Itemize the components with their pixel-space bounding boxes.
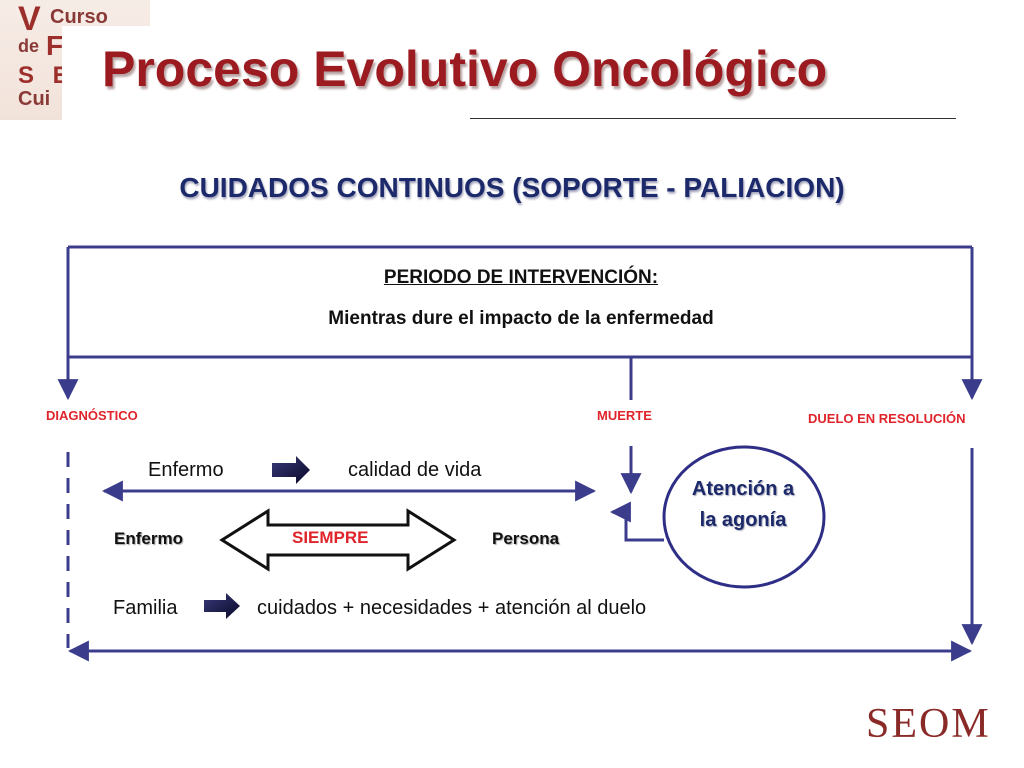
milestone-diagnosis: DIAGNÓSTICO [46, 408, 138, 423]
family-care-label: cuidados + necesidades + atención al due… [257, 597, 647, 619]
slide-title: Proceso Evolutivo Oncológico [102, 41, 828, 97]
block-arrow-icon [204, 593, 240, 619]
family-label: Familia [113, 597, 178, 619]
milestone-grief: DUELO EN RESOLUCIÓN [808, 411, 966, 426]
title-background [62, 26, 1024, 126]
agony-node-line2: la agonía [699, 509, 787, 531]
agony-node-ellipse [662, 445, 826, 589]
agony-node-line1: Atención a [691, 478, 795, 500]
milestone-death: MUERTE [597, 408, 652, 423]
slide-subtitle: CUIDADOS CONTINUOS (SOPORTE - PALIACION) [179, 172, 845, 203]
quality-of-life-label: calidad de vida [348, 459, 482, 481]
logo-word: de [18, 36, 40, 56]
agony-node-label: Atención a la agonía [648, 474, 838, 536]
logo-letter: F [46, 30, 64, 61]
always-double-arrow [219, 508, 457, 572]
intervention-box-frame [57, 245, 983, 401]
logo-letter: S E [18, 62, 75, 89]
always-label: SIEMPRE [292, 528, 369, 547]
patient-label: Enfermo [148, 459, 224, 481]
block-arrow-icon [272, 456, 310, 484]
person-label: Persona [492, 529, 560, 548]
title-underline [470, 118, 956, 119]
intervention-description: Mientras dure el impacto de la enfermeda… [328, 308, 714, 329]
intervention-heading: PERIODO DE INTERVENCIÓN: [383, 267, 659, 288]
patient-label-2: Enfermo [114, 529, 183, 548]
seom-logo: SEOM [866, 701, 991, 747]
logo-word: Cui [18, 88, 51, 110]
logo-word: Curso [50, 6, 108, 28]
logo-letter: V [18, 0, 41, 38]
agony-connector-arrow [609, 501, 664, 542]
